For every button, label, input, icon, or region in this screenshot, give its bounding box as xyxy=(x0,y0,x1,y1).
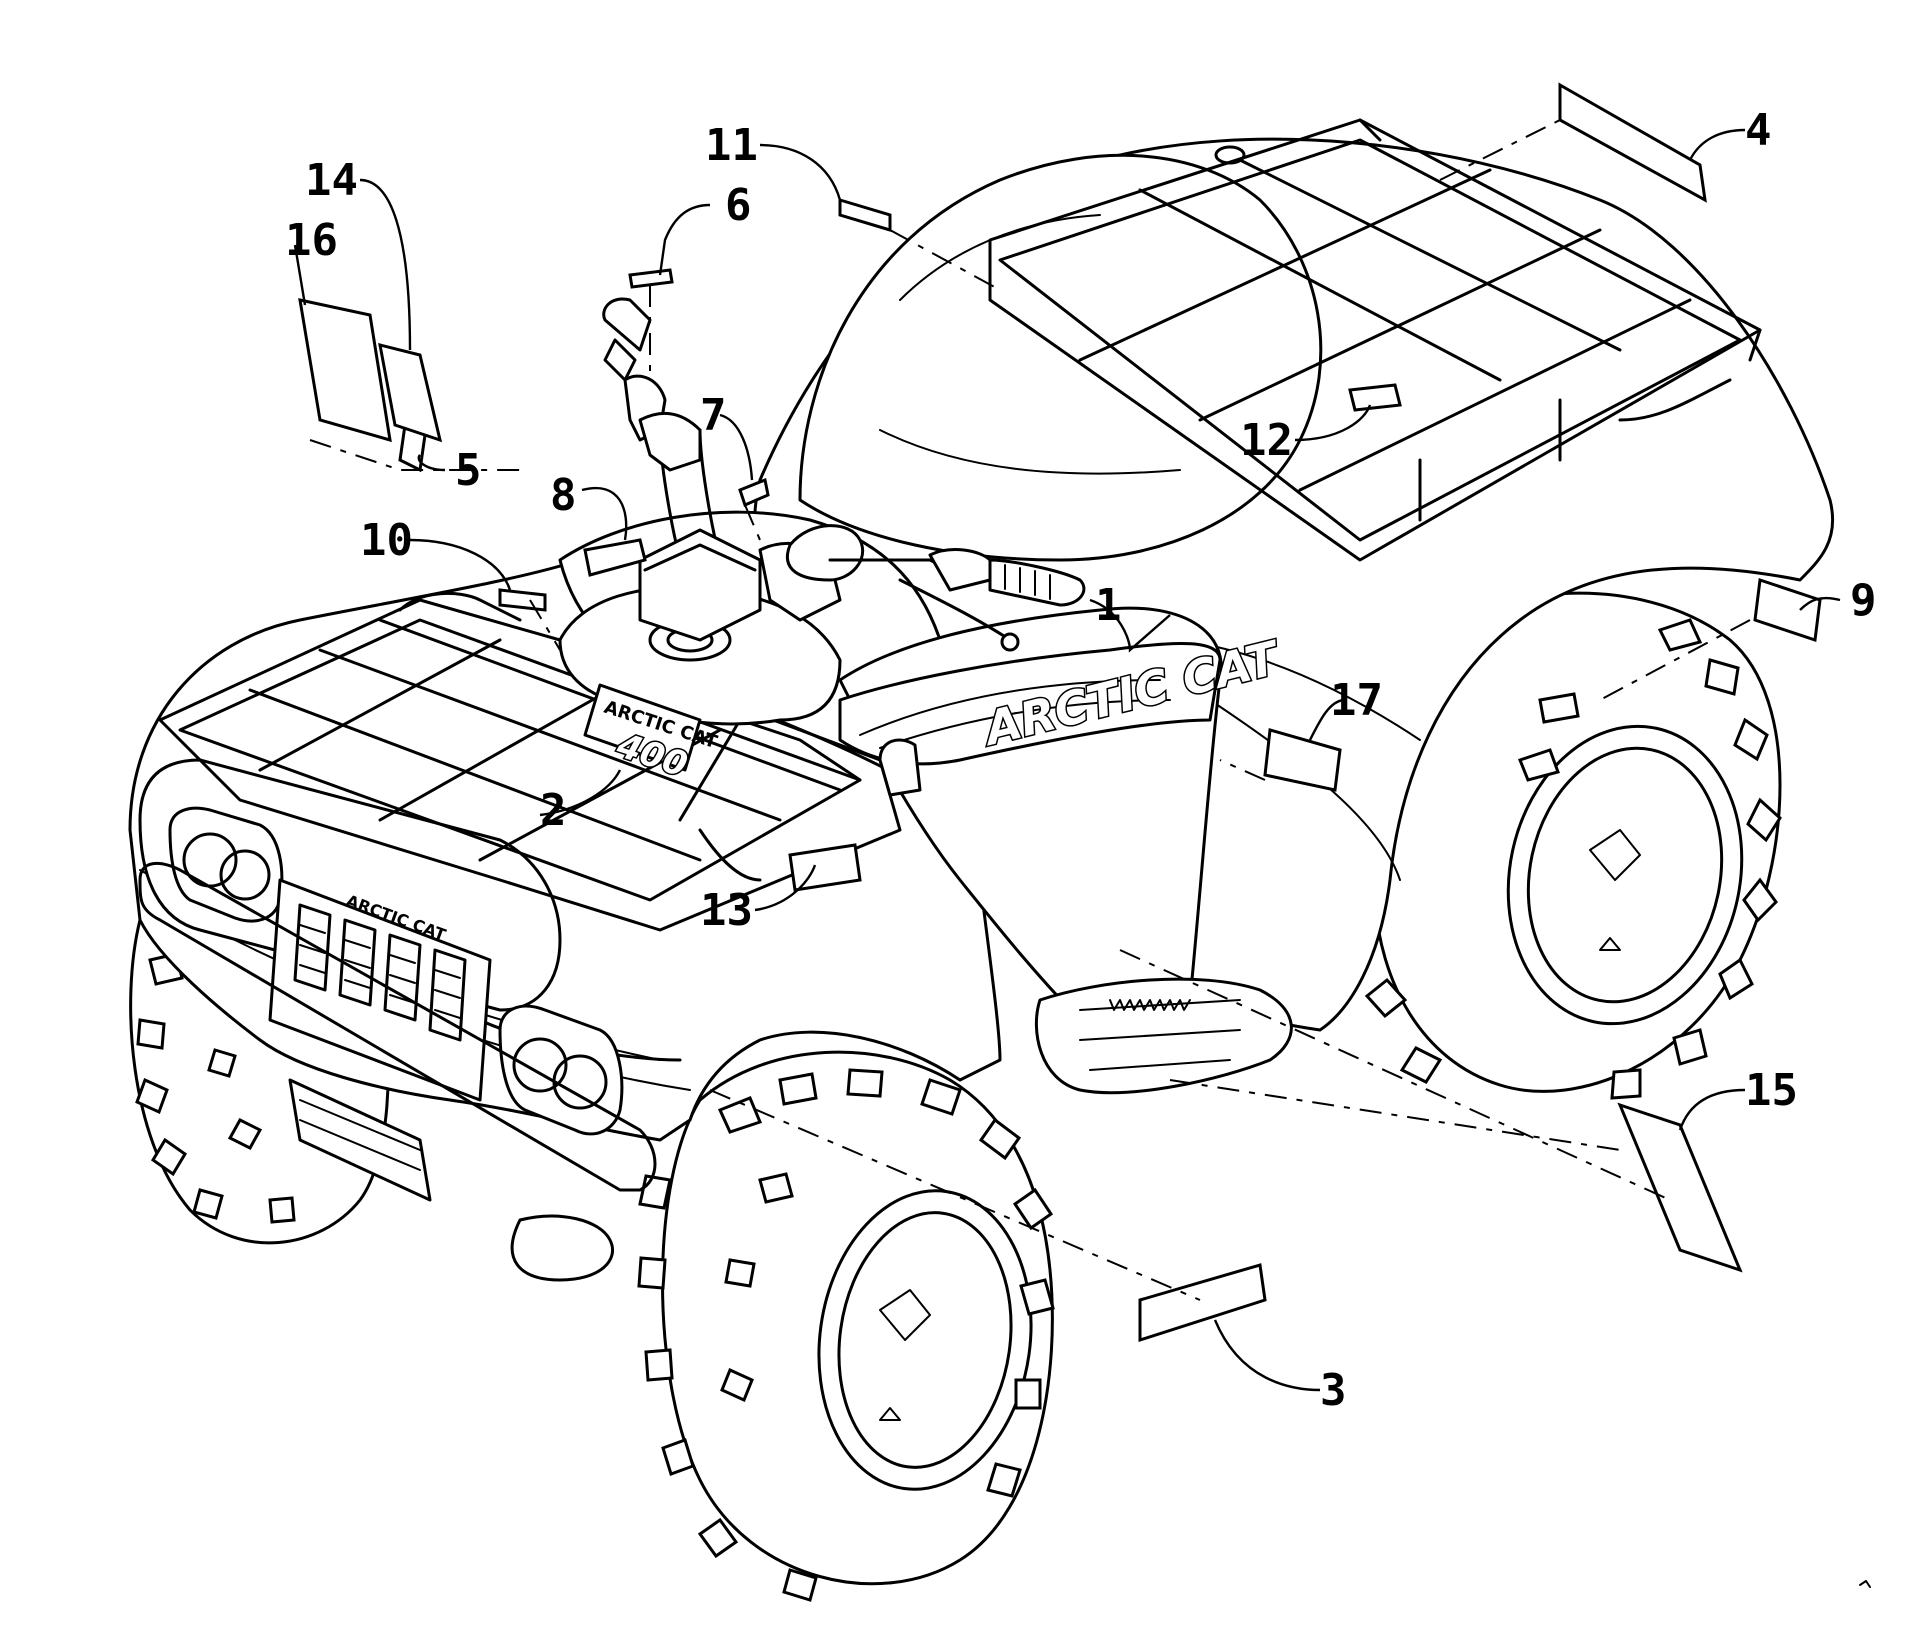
callout-10: 10 xyxy=(360,515,413,566)
callout-5: 5 xyxy=(455,445,482,496)
decal-14 xyxy=(378,342,443,443)
callout-4: 4 xyxy=(1745,105,1772,156)
front-right-tread-blocks xyxy=(637,1068,1055,1602)
callout-11: 11 xyxy=(705,120,758,171)
rear-right-tread-blocks xyxy=(1364,618,1782,1100)
decal-17 xyxy=(1263,728,1342,792)
callout-15: 15 xyxy=(1745,1065,1798,1116)
decal-4 xyxy=(1558,82,1707,203)
rear-right-wheel xyxy=(1364,591,1782,1100)
callout-2: 2 xyxy=(540,785,567,836)
decal-9 xyxy=(1753,577,1822,643)
decal-8 xyxy=(583,538,647,577)
corner-mark xyxy=(1859,1580,1871,1588)
callout-14: 14 xyxy=(305,155,358,206)
decal-3 xyxy=(1138,1263,1267,1343)
decal-6 xyxy=(628,268,674,289)
callout-7: 7 xyxy=(700,390,727,441)
callout-labels: 1 2 3 4 5 6 7 8 9 10 11 12 13 14 15 16 1… xyxy=(285,105,1877,1416)
callout-3: 3 xyxy=(1320,1365,1347,1416)
callout-17: 17 xyxy=(1330,675,1383,726)
callout-16: 16 xyxy=(285,215,338,266)
footrest xyxy=(1034,977,1293,1095)
decal-16 xyxy=(298,298,392,443)
callout-9: 9 xyxy=(1850,575,1877,626)
alignment-lines xyxy=(309,119,1751,1301)
callout-6: 6 xyxy=(725,180,752,231)
decal-15 xyxy=(1617,1102,1743,1273)
handlebars xyxy=(602,297,1086,797)
callout-8: 8 xyxy=(550,470,577,521)
callout-1: 1 xyxy=(1095,580,1122,631)
decal-11 xyxy=(838,197,892,233)
callout-12: 12 xyxy=(1240,415,1293,466)
right-grip xyxy=(988,558,1086,607)
front-right-wheel xyxy=(637,1050,1055,1602)
decal-12 xyxy=(1348,383,1402,412)
rear-rack xyxy=(988,118,1762,562)
callout-13: 13 xyxy=(700,885,753,936)
decal-7 xyxy=(738,477,770,508)
front-bumper xyxy=(138,861,657,1282)
leader-lines xyxy=(293,128,1841,1392)
decal-10 xyxy=(498,588,547,612)
